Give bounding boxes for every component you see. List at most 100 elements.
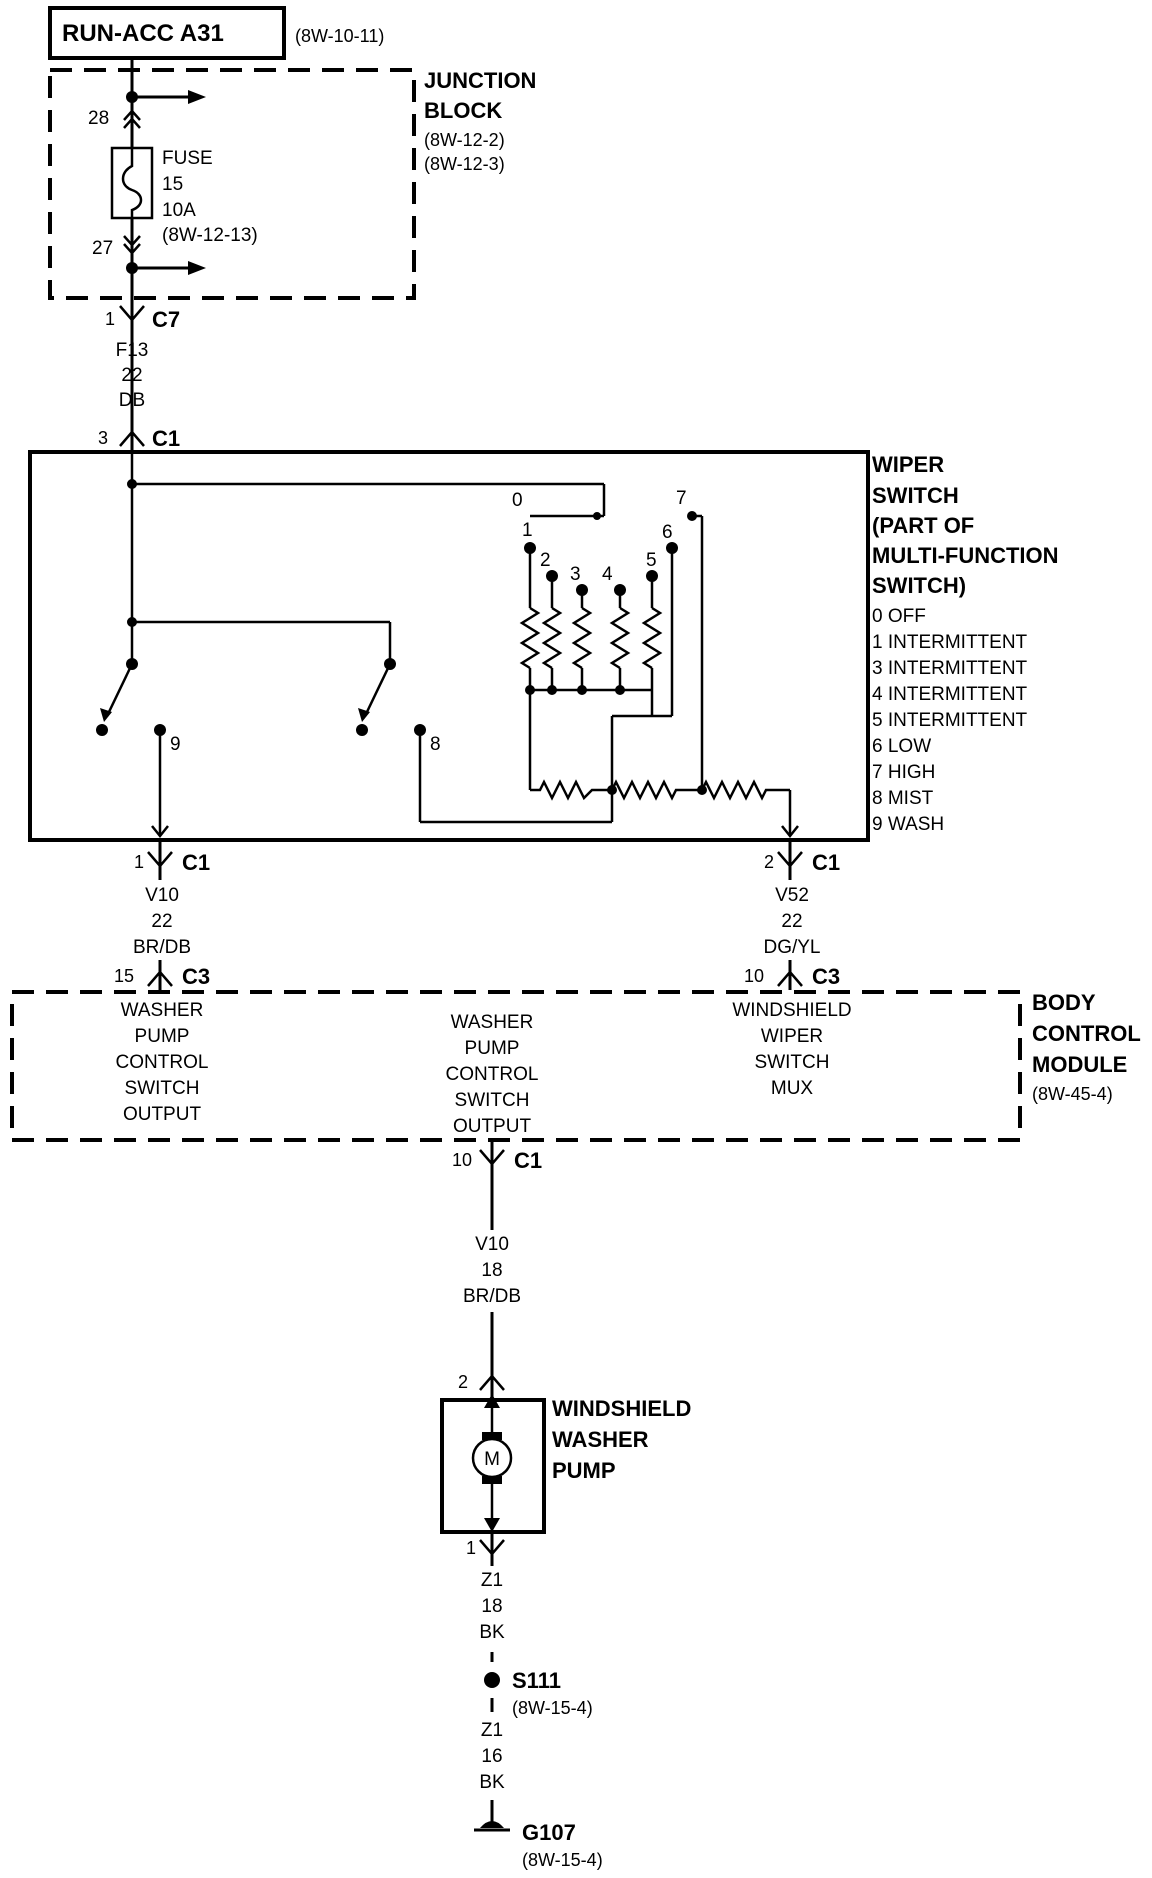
bcm-mid-line-5: OUTPUT — [453, 1116, 532, 1137]
wiper-switch-title-5: SWITCH) — [872, 573, 966, 598]
position-8-mist: 8 MIST — [872, 788, 934, 809]
wiper-c1-in-name: C1 — [152, 426, 180, 451]
contact-label-0: 0 — [512, 490, 523, 511]
contact-label-2: 2 — [540, 550, 551, 571]
contact-label-8: 8 — [430, 734, 441, 755]
bcm-inner-left: WASHER PUMP CONTROL SWITCH OUTPUT — [116, 1000, 209, 1125]
contact-label-3: 3 — [570, 564, 581, 585]
bcm-right-line-1: WINDSHIELD — [732, 1000, 851, 1021]
wire-z1b-gauge: 16 — [481, 1746, 502, 1767]
wiper-position-legend: 0 OFF 1 INTERMITTENT 3 INTERMITTENT 4 IN… — [872, 606, 1028, 835]
bcm-right-line-3: SWITCH — [755, 1052, 830, 1073]
bcm-mid-line-4: SWITCH — [455, 1090, 530, 1111]
junction-block-border — [48, 68, 416, 300]
wiper-switch-title-4: MULTI-FUNCTION — [872, 543, 1059, 568]
wire-v10b-circuit: V10 — [475, 1234, 509, 1255]
wiper-c1-pin2-pin: 2 — [764, 852, 774, 872]
source-label: RUN-ACC A31 — [62, 20, 224, 47]
ground-ref: (8W-15-4) — [522, 1850, 603, 1870]
wire-v10a-gauge: 22 — [151, 911, 172, 932]
wire-f13-circuit: F13 — [116, 340, 149, 361]
c7-pin: 1 — [105, 309, 115, 329]
bcm-left-line-4: SWITCH — [125, 1078, 200, 1099]
bcm-c1-name: C1 — [514, 1148, 542, 1173]
bcm-title-3: MODULE — [1032, 1052, 1127, 1077]
wire-v10a-circuit: V10 — [145, 885, 179, 906]
bcm-inner-right: WINDSHIELD WIPER SWITCH MUX — [732, 1000, 851, 1099]
contact-label-6: 6 — [662, 522, 673, 543]
fuse-label-1: FUSE — [162, 148, 213, 169]
bcm-c3-10-name: C3 — [812, 964, 840, 989]
wire-v10a-color: BR/DB — [133, 937, 191, 958]
pump-title-1: WINDSHIELD — [552, 1396, 691, 1421]
bcm-right-line-4: MUX — [771, 1078, 814, 1099]
source-box — [48, 6, 286, 60]
pump-pin-1: 1 — [466, 1538, 476, 1558]
position-7-high: 7 HIGH — [872, 762, 935, 783]
bcm-title-2: CONTROL — [1032, 1021, 1141, 1046]
wiper-switch-title-3: (PART OF — [872, 513, 974, 538]
junction-block-title-2: BLOCK — [424, 98, 502, 123]
wire-z1b-color: BK — [479, 1772, 505, 1793]
pump-pin-2: 2 — [458, 1372, 468, 1392]
position-9-wash: 9 WASH — [872, 814, 944, 835]
pump-motor-label: M — [484, 1449, 500, 1470]
contact-label-4: 4 — [602, 564, 613, 585]
wire-z1a-circuit: Z1 — [481, 1570, 503, 1591]
wire-f13-gauge: 22 — [121, 365, 142, 386]
wiper-c1-pin2-name: C1 — [812, 850, 840, 875]
ground-symbol — [480, 1821, 504, 1828]
pump-title-2: WASHER — [552, 1427, 649, 1452]
wire-f13-color: DB — [119, 390, 145, 411]
bcm-mid-line-1: WASHER — [451, 1012, 534, 1033]
wire-v52-gauge: 22 — [781, 911, 802, 932]
jb-pin-28: 28 — [88, 108, 109, 129]
bcm-c3-15-pin: 15 — [114, 966, 134, 986]
bcm-c3-10-pin: 10 — [744, 966, 764, 986]
junction-block-ref-2: (8W-12-3) — [424, 154, 505, 174]
wire-v10b-gauge: 18 — [481, 1260, 502, 1281]
position-1-intermittent: 1 INTERMITTENT — [872, 632, 1028, 653]
splice-s111 — [484, 1672, 500, 1688]
wiper-c1-in-pin: 3 — [98, 428, 108, 448]
c7-name: C7 — [152, 307, 180, 332]
bcm-c1-pin: 10 — [452, 1150, 472, 1170]
jb-pin-27: 27 — [92, 238, 113, 259]
wire-v52-color: DG/YL — [763, 937, 820, 958]
junction-block-ref-1: (8W-12-2) — [424, 130, 505, 150]
wiper-c1-pin1-name: C1 — [182, 850, 210, 875]
contact-label-5: 5 — [646, 550, 657, 571]
contact-label-7: 7 — [676, 488, 687, 509]
bcm-right-line-2: WIPER — [761, 1026, 823, 1047]
contact-label-9: 9 — [170, 734, 181, 755]
bcm-ref: (8W-45-4) — [1032, 1084, 1113, 1104]
wiper-c1-pin1-pin: 1 — [134, 852, 144, 872]
contact-label-1: 1 — [522, 520, 533, 541]
wiper-switch-title-2: SWITCH — [872, 483, 959, 508]
bcm-mid-line-2: PUMP — [465, 1038, 520, 1059]
position-3-intermittent: 3 INTERMITTENT — [872, 658, 1028, 679]
wiper-switch-title-1: WIPER — [872, 452, 944, 477]
fuse-label-3: 10A — [162, 200, 196, 221]
bcm-left-line-1: WASHER — [121, 1000, 204, 1021]
wire-v10b-color: BR/DB — [463, 1286, 521, 1307]
position-0-off: 0 OFF — [872, 606, 926, 627]
fuse-label-2: 15 — [162, 174, 183, 195]
splice-name: S111 — [512, 1668, 561, 1693]
wire-v52-circuit: V52 — [775, 885, 809, 906]
fuse-label-4: (8W-12-13) — [162, 225, 258, 246]
wire-z1a-color: BK — [479, 1622, 505, 1643]
junction-block-title-1: JUNCTION — [424, 68, 536, 93]
position-6-low: 6 LOW — [872, 736, 931, 757]
pump-title-3: PUMP — [552, 1458, 616, 1483]
bcm-c3-15-name: C3 — [182, 964, 210, 989]
bcm-title-1: BODY — [1032, 990, 1096, 1015]
bcm-left-line-3: CONTROL — [116, 1052, 209, 1073]
source-ref: (8W-10-11) — [295, 26, 384, 46]
wire-z1b-circuit: Z1 — [481, 1720, 503, 1741]
bcm-mid-line-3: CONTROL — [446, 1064, 539, 1085]
splice-ref: (8W-15-4) — [512, 1698, 593, 1718]
bcm-left-line-5: OUTPUT — [123, 1104, 202, 1125]
ground-name: G107 — [522, 1820, 576, 1845]
